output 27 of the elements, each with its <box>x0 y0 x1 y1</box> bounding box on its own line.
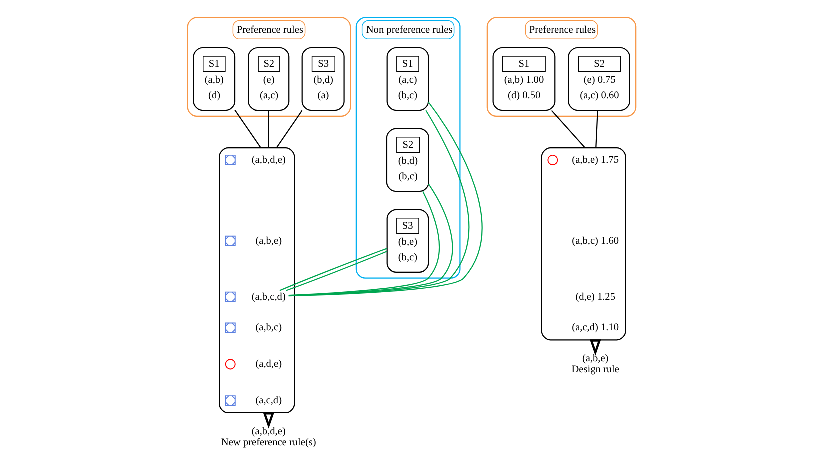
node-box: S3 (b,d) (a) <box>302 46 345 111</box>
node-text: (a,b,c) <box>256 322 282 334</box>
node-circle <box>225 358 236 370</box>
connector <box>268 110 270 148</box>
node-text: (a,b,e) <box>256 235 282 246</box>
node-text: (d,e) 1.25 <box>576 291 616 302</box>
node-box: S1 (a,b) 1.00 (d) 0.50 <box>492 46 556 111</box>
node-text: (a,c,d) <box>256 395 282 406</box>
connector <box>276 110 303 148</box>
node-text: (a,b,e) 1.75 <box>572 154 620 166</box>
node-circle <box>548 154 558 165</box>
node-box: S1 (a,b) (d) <box>193 46 236 111</box>
node-text: (a,d,e) <box>256 358 282 370</box>
node-text: (a,b,e) Design rule <box>572 353 620 376</box>
connector <box>596 110 598 148</box>
connector <box>234 109 262 148</box>
node-text: (a,b,c) 1.60 <box>572 235 620 246</box>
node-box: S3 (b,e) (b,c) <box>386 208 430 272</box>
node-text: (a,b,d,e) New preference rule(s) <box>221 426 316 448</box>
node-box: S2 (e) (a,c) <box>248 46 290 111</box>
node-box: S2 (e) 0.75 (a,c) 0.60 <box>568 46 630 111</box>
node-box: S1 (a,c) (b,c) <box>386 46 430 111</box>
node-box: S2 (b,d) (b,c) <box>386 128 430 192</box>
node-text: (a,c,d) 1.10 <box>572 322 620 334</box>
node-text: (a,b,c,d) <box>252 291 286 302</box>
connector <box>551 110 586 148</box>
node-text: (a,b,d,e) <box>252 154 286 166</box>
